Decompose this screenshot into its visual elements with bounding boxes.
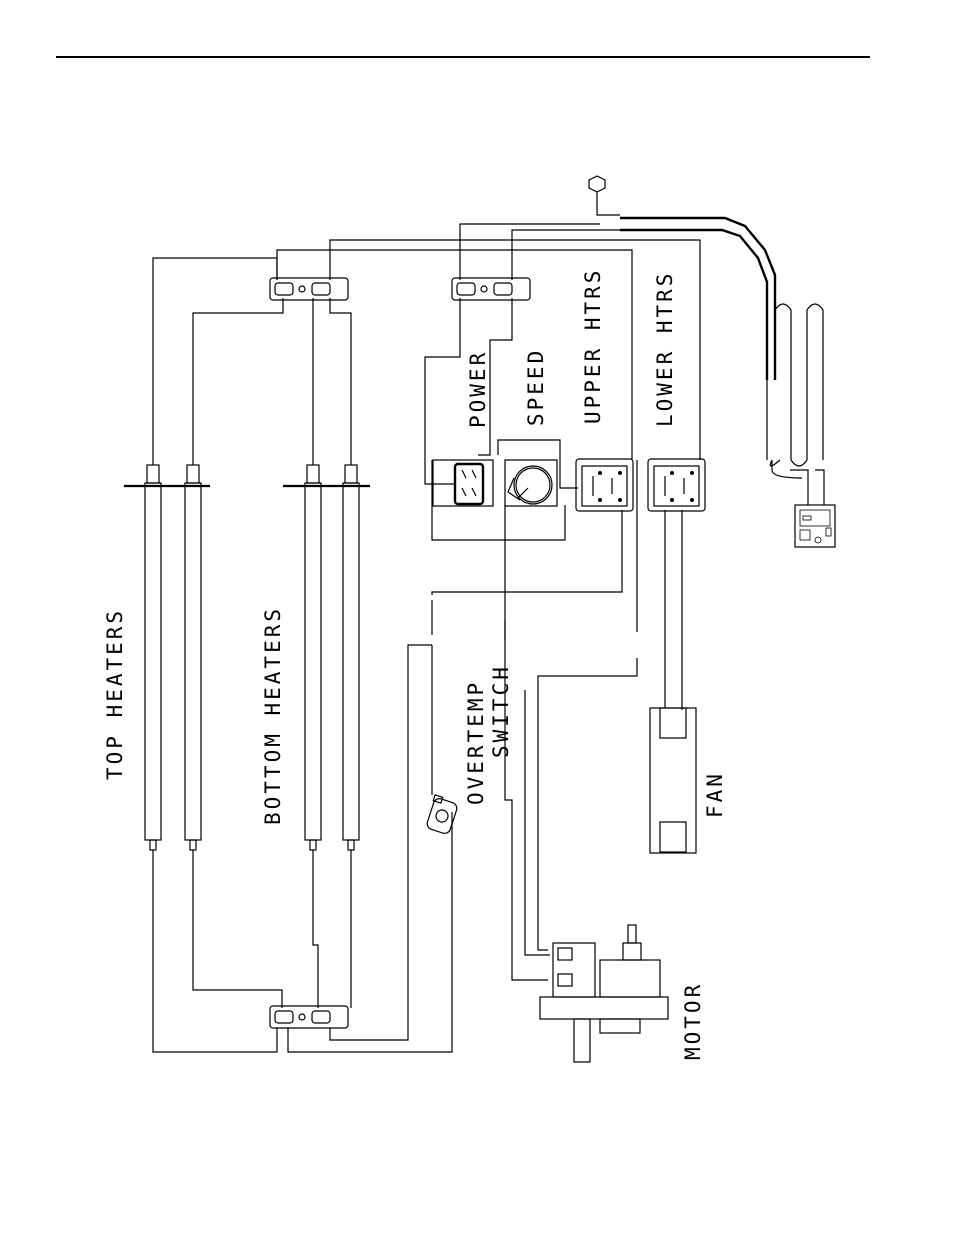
heater-tube [185,465,201,850]
label-lower-htrs: LOWER HTRS [653,271,677,427]
heater-tube [305,465,321,850]
label-bottom-heaters: BOTTOM HEATERS [261,606,285,825]
heater-tubes [124,465,370,850]
label-overtemp: OVERTEMP [464,680,488,805]
label-top-heaters: TOP HEATERS [103,608,127,780]
label-upper-htrs: UPPER HTRS [581,268,605,424]
label-switch: SWITCH [489,664,513,758]
terminal-block-bottom [270,1006,348,1028]
ground-terminal-icon [589,176,605,192]
upper-htrs-relay [576,459,633,511]
power-switch [433,460,493,506]
lower-htrs-relay [648,459,705,511]
power-cord [589,176,835,547]
terminal-block-top-right [452,278,530,300]
motor-component [540,925,668,1062]
heater-tube [343,465,359,850]
speed-control [505,460,557,506]
label-motor: MOTOR [681,982,705,1060]
labels: TOP HEATERS BOTTOM HEATERS OVERTEMP SWIT… [103,268,727,1060]
label-speed: SPEED [524,348,548,426]
terminal-block-top-left [270,278,348,300]
label-power: POWER [466,350,490,428]
label-fan: FAN [703,771,727,818]
heater-tube [145,465,161,850]
fan-component [650,708,696,853]
wires [153,224,700,1052]
overtemp-switch-icon [426,795,459,835]
